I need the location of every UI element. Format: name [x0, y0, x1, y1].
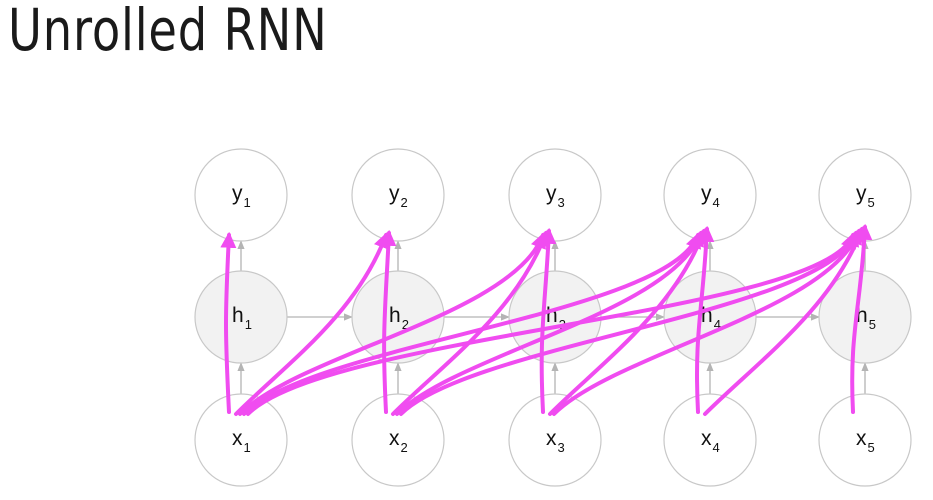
node-symbol: y [856, 182, 867, 205]
highlight-arrow-x3-to-y3 [539, 227, 557, 414]
node-label: y4 [701, 182, 720, 210]
node-label: h4 [701, 304, 721, 332]
node-h2: h2 [351, 270, 445, 364]
node-circle [351, 148, 445, 242]
node-circle [818, 393, 912, 487]
node-y4: y4 [663, 148, 757, 242]
node-symbol: x [701, 427, 712, 450]
node-subscript: 5 [868, 440, 875, 455]
node-label: y2 [389, 182, 408, 210]
node-circle [194, 148, 288, 242]
highlight-arrow-x2-to-y5 [399, 230, 859, 416]
node-h4: h4 [663, 270, 757, 364]
node-subscript: 4 [713, 195, 720, 210]
node-symbol: y [701, 182, 712, 205]
node-symbol: h [701, 304, 713, 327]
node-circle [351, 270, 445, 364]
node-x1: x1 [194, 393, 288, 487]
node-symbol: h [389, 304, 401, 327]
highlight-arrow-x1-to-y1 [220, 231, 237, 414]
node-y1: y1 [194, 148, 288, 242]
node-subscript: 2 [402, 317, 409, 332]
node-subscript: 1 [244, 440, 251, 455]
node-symbol: h [232, 304, 244, 327]
node-symbol: y [389, 182, 400, 205]
node-symbol: y [546, 182, 557, 205]
highlight-arrow-x3-to-y5 [552, 228, 862, 416]
highlight-arrow-x1-to-y3 [238, 232, 546, 416]
highlight-arrow-x4-to-y4 [695, 225, 715, 414]
node-subscript: 3 [558, 195, 565, 210]
node-h1: h1 [194, 270, 288, 364]
node-symbol: y [232, 182, 243, 205]
node-circle [818, 270, 912, 364]
node-label: h1 [232, 304, 252, 332]
node-label: x2 [389, 427, 408, 455]
highlight-arrow-x1-to-y2 [234, 232, 389, 416]
node-subscript: 5 [869, 317, 876, 332]
highlight-arrow-x1-to-y5 [246, 232, 856, 416]
node-label: h5 [856, 304, 876, 332]
highlight-arrow-x1-to-y4 [242, 232, 701, 416]
node-y2: y2 [351, 148, 445, 242]
node-circle [663, 393, 757, 487]
node-label: y3 [546, 182, 565, 210]
node-circle [663, 270, 757, 364]
node-circle [508, 393, 602, 487]
node-symbol: h [856, 304, 868, 327]
node-label: x5 [856, 427, 875, 455]
highlight-arrow-x5-to-y5 [850, 223, 873, 414]
slide-title: Unrolled RNN [8, 0, 328, 64]
node-symbol: x [856, 427, 867, 450]
node-x2: x2 [351, 393, 445, 487]
node-symbol: h [546, 304, 558, 327]
node-subscript: 4 [714, 317, 721, 332]
highlight-arrow-x2-to-y4 [395, 230, 704, 416]
node-y3: y3 [508, 148, 602, 242]
node-circle [194, 393, 288, 487]
node-label: x4 [701, 427, 720, 455]
node-h5: h5 [818, 270, 912, 364]
highlight-arrow-x4-to-y5 [703, 226, 865, 416]
highlight-arrows [220, 223, 873, 416]
node-label: h2 [389, 304, 409, 332]
highlight-arrow-x3-to-y4 [548, 228, 707, 416]
node-label: x3 [546, 427, 565, 455]
node-x3: x3 [508, 393, 602, 487]
node-subscript: 2 [401, 440, 408, 455]
node-subscript: 1 [245, 317, 252, 332]
node-subscript: 5 [868, 195, 875, 210]
node-subscript: 2 [401, 195, 408, 210]
node-subscript: 1 [244, 195, 251, 210]
node-x5: x5 [818, 393, 912, 487]
node-circle [194, 270, 288, 364]
highlight-arrow-x2-to-y3 [391, 230, 549, 416]
node-label: y1 [232, 182, 251, 210]
node-symbol: x [389, 427, 400, 450]
node-subscript: 4 [713, 440, 720, 455]
node-x4: x4 [663, 393, 757, 487]
highlight-arrow-x2-to-y2 [380, 229, 397, 414]
node-symbol: x [232, 427, 243, 450]
node-circle [351, 393, 445, 487]
node-symbol: x [546, 427, 557, 450]
node-label: y5 [856, 182, 875, 210]
node-subscript: 3 [558, 440, 565, 455]
node-label: x1 [232, 427, 251, 455]
